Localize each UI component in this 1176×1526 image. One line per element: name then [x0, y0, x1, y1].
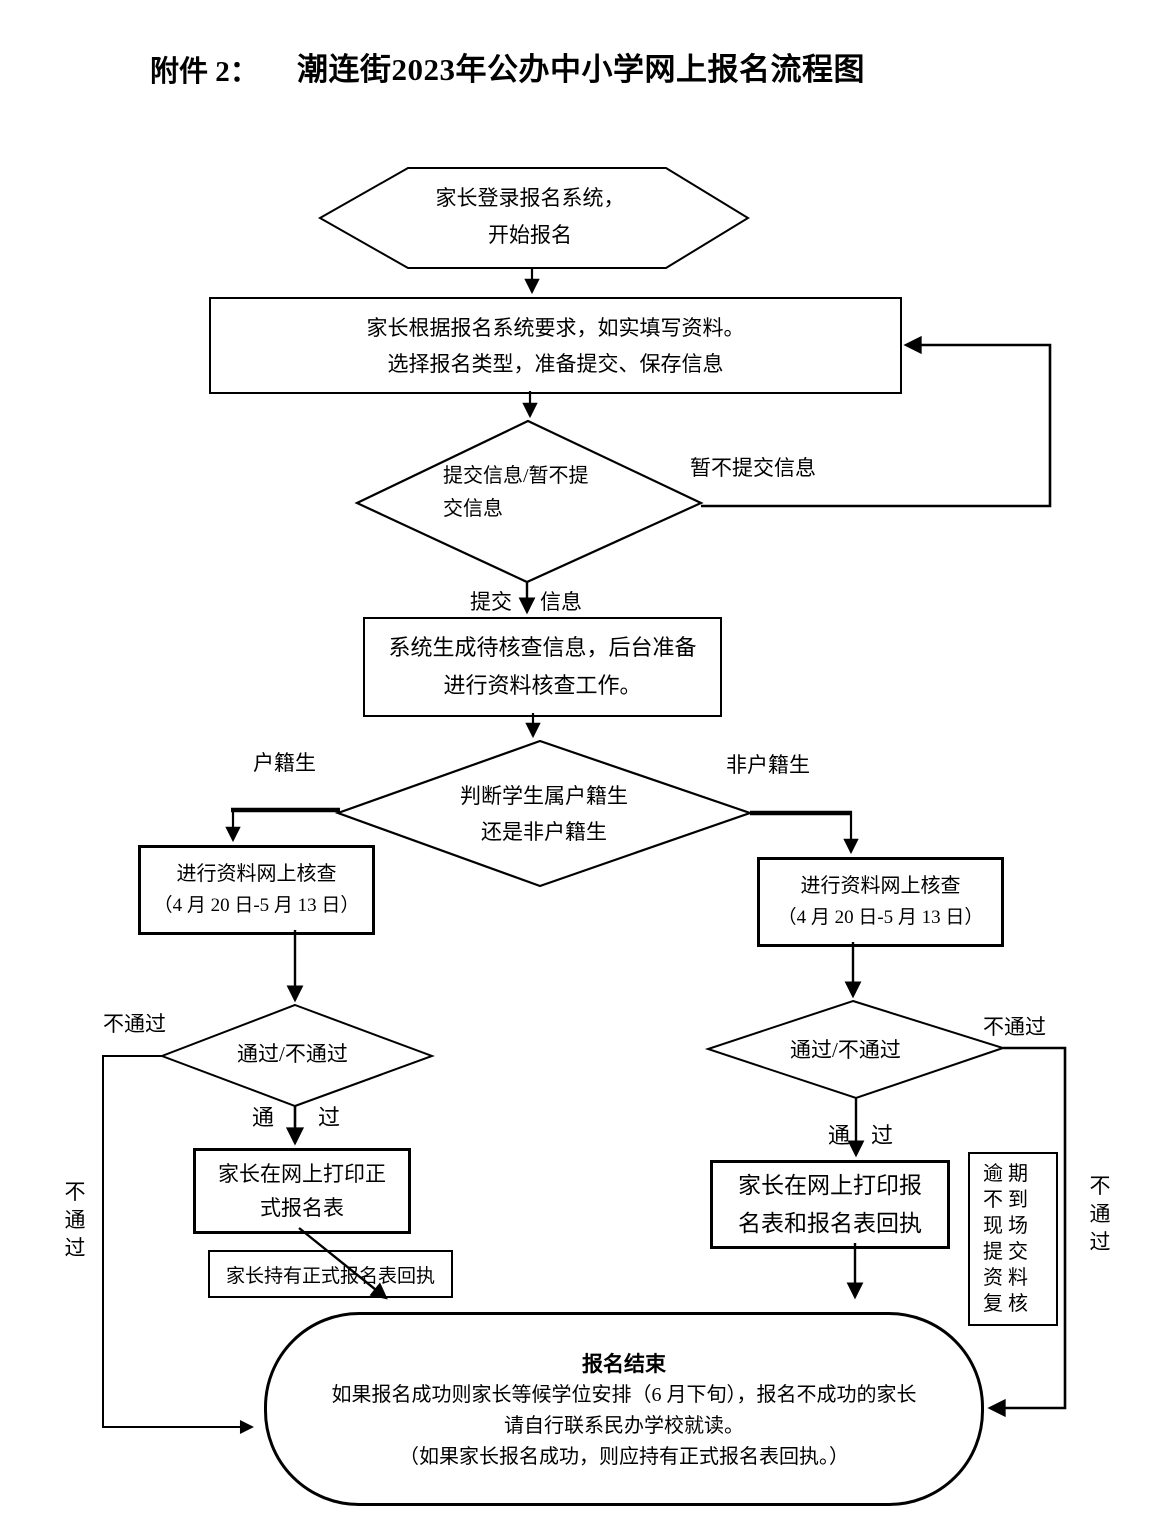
submit-decision-line1: 提交信息/暂不提 [443, 465, 589, 487]
residency-line2: 还是非户籍生 [481, 820, 607, 844]
arrow-print-left-to-end [298, 1227, 388, 1300]
overdue-row: 资 料 [983, 1267, 1028, 1289]
end-title: 报名结束 [582, 1352, 666, 1376]
print-right-box: 家长在网上打印报 名表和报名表回执 [710, 1160, 950, 1249]
review-right-line2: （4 月 20 日-5 月 13 日） [777, 907, 984, 928]
receipt-label: 家长持有正式报名表回执 [225, 1265, 435, 1287]
start-line1: 家长登录报名系统， [435, 186, 625, 210]
edge-label-not-submit: 暂不提交信息 [690, 456, 816, 480]
residency-decision-text: 判断学生属户籍生 还是非户籍生 [394, 778, 694, 850]
fill-info-line1: 家长根据报名系统要求，如实填写资料。 [366, 315, 745, 340]
residency-line1: 判断学生属户籍生 [460, 784, 628, 808]
overdue-note-box: 逾 期 不 到 现 场 提 交 资 料 复 核 [968, 1152, 1058, 1326]
fail-left-v-char: 不 [64, 1180, 86, 1204]
residency-decision-diamond-shape [334, 739, 754, 888]
fill-info-box: 家长根据报名系统要求，如实填写资料。 选择报名类型，准备提交、保存信息 [209, 297, 902, 394]
edge-label-submit-1: 提交 [470, 590, 512, 614]
overdue-row: 现 场 [983, 1215, 1028, 1237]
edge-label-pass-right-2: 过 [871, 1123, 894, 1148]
edge-label-submit-2: 信息 [540, 590, 582, 614]
review-left-line1: 进行资料网上核查 [176, 863, 337, 885]
overdue-row: 逾 期 [983, 1163, 1028, 1185]
start-line2: 开始报名 [488, 223, 572, 247]
arrow-fail-left-loop [102, 1055, 254, 1434]
fail-right-v-char: 过 [1089, 1230, 1111, 1254]
print-left-line2: 式报名表 [260, 1196, 344, 1220]
end-line2: 请自行联系民办学校就读。 [504, 1415, 744, 1437]
review-left-line2: （4 月 20 日-5 月 13 日） [153, 895, 360, 916]
arrow-fail-right-loop [987, 1046, 1067, 1418]
edge-label-fail-left-vertical: 不 通 过 [58, 1178, 92, 1262]
edge-label-fail-right: 不通过 [983, 1015, 1046, 1039]
edge-label-fail-right-vertical: 不 通 过 [1083, 1172, 1117, 1256]
fill-info-line2: 选择报名类型，准备提交、保存信息 [387, 351, 724, 376]
page-title: 潮连街2023年公办中小学网上报名流程图 [297, 52, 865, 87]
fail-right-v-char: 不 [1089, 1174, 1111, 1198]
print-left-box: 家长在网上打印正 式报名表 [193, 1148, 411, 1234]
receipt-box: 家长持有正式报名表回执 [208, 1250, 453, 1298]
end-line1: 如果报名成功则家长等候学位安排（6 月下旬），报名不成功的家长 [331, 1384, 917, 1406]
print-left-line1: 家长在网上打印正 [218, 1162, 386, 1186]
generate-line2: 进行资料核查工作。 [443, 673, 642, 698]
edge-label-resident: 户籍生 [253, 751, 316, 775]
overdue-row: 提 交 [983, 1241, 1028, 1263]
print-right-line1: 家长在网上打印报 [738, 1172, 922, 1198]
edge-label-nonresident: 非户籍生 [726, 753, 810, 777]
start-node-text: 家长登录报名系统， 开始报名 [330, 180, 730, 254]
print-right-line2: 名表和报名表回执 [738, 1210, 922, 1236]
end-line3: （如果家长报名成功，则应持有正式报名表回执。） [399, 1446, 849, 1468]
attachment-label: 附件 2： [150, 56, 259, 88]
review-left-box: 进行资料网上核查 （4 月 20 日-5 月 13 日） [138, 845, 375, 935]
overdue-row: 不 到 [983, 1189, 1028, 1211]
end-node: 报名结束 如果报名成功则家长等候学位安排（6 月下旬），报名不成功的家长 请自行… [264, 1312, 984, 1506]
review-right-box: 进行资料网上核查 （4 月 20 日-5 月 13 日） [757, 857, 1004, 947]
generate-review-box: 系统生成待核查信息，后台准备 进行资料核查工作。 [363, 617, 722, 717]
submit-decision-text: 提交信息/暂不提 交信息 [443, 460, 653, 526]
edge-label-pass-left-1: 通 [252, 1105, 275, 1130]
arrow-not-submit-loop [701, 335, 1052, 508]
edge-label-pass-right-1: 通 [828, 1123, 851, 1148]
fail-left-v-char: 过 [64, 1236, 86, 1260]
pass-decision-left-text: 通过/不通过 [237, 1042, 348, 1066]
edge-label-fail-left: 不通过 [103, 1012, 166, 1036]
fail-right-v-char: 通 [1089, 1202, 1111, 1226]
fail-left-v-char: 通 [64, 1208, 86, 1232]
review-right-line1: 进行资料网上核查 [800, 875, 961, 897]
pass-decision-right-text: 通过/不通过 [790, 1038, 901, 1062]
overdue-row: 复 核 [983, 1293, 1028, 1315]
generate-line1: 系统生成待核查信息，后台准备 [388, 635, 697, 660]
start-hexagon-shape [317, 167, 750, 269]
edge-label-pass-left-2: 过 [318, 1105, 341, 1130]
submit-decision-line2: 交信息 [443, 498, 503, 520]
